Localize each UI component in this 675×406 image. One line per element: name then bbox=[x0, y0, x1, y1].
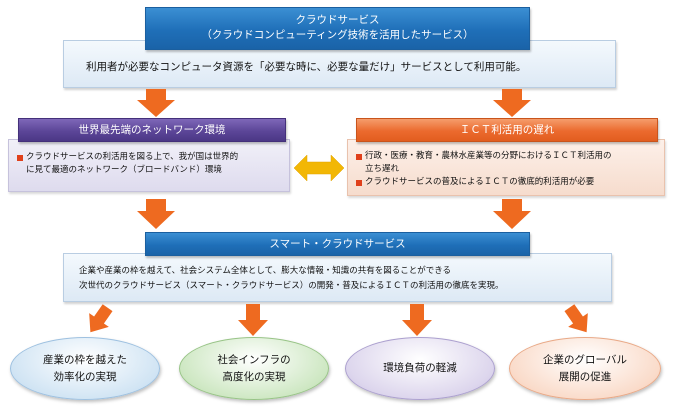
cloud-service-title: クラウドサービス （クラウドコンピューティング技術を活用したサービス） bbox=[145, 7, 530, 50]
arrow-down-icon bbox=[402, 304, 432, 336]
outcome-1-line2: 効率化の実現 bbox=[53, 370, 117, 383]
ict-delay-title: ＩＣＴ利活用の遅れ bbox=[356, 118, 658, 142]
double-arrow-icon bbox=[293, 154, 345, 182]
smart-desc-line1: 企業や産業の枠を越えて、社会システム全体として、膨大な情報・知識の共有を図ること… bbox=[79, 266, 452, 276]
smart-desc-line2: 次世代のクラウドサービス（スマート・クラウドサービス）の開発・普及によるＩＣＴの… bbox=[79, 281, 504, 291]
outcome-4-line2: 展開の促進 bbox=[558, 370, 612, 383]
arrow-down-icon bbox=[137, 89, 175, 117]
network-text-line2: に見て最適のネットワーク（ブロードバンド）環境 bbox=[26, 165, 222, 175]
outcome-environment: 環境負荷の軽減 bbox=[345, 337, 495, 400]
network-environment-title: 世界最先端のネットワーク環境 bbox=[18, 118, 286, 142]
cloud-title-line2: （クラウドコンピューティング技術を活用したサービス） bbox=[201, 29, 474, 41]
arrow-down-icon bbox=[238, 304, 268, 336]
smart-cloud-title: スマート・クラウドサービス bbox=[145, 232, 530, 256]
outcome-4-line1: 企業のグローバル bbox=[543, 353, 627, 366]
ict-bullet1-line2: 立ち遅れ bbox=[365, 164, 400, 174]
list-item: 行政・医療・教育・農林水産業等の分野におけるＩＣＴ利活用の bbox=[356, 150, 660, 163]
arrow-down-left-icon bbox=[89, 304, 113, 333]
bullet-square-icon bbox=[356, 180, 362, 186]
arrow-down-icon bbox=[493, 89, 531, 117]
outcome-3-line1: 環境負荷の軽減 bbox=[383, 362, 457, 374]
list-item: クラウドサービスの普及によるＩＣＴの徹底的利活用が必要 bbox=[356, 176, 660, 189]
ict-bullet2-line1: クラウドサービスの普及によるＩＣＴの徹底的利活用が必要 bbox=[365, 177, 595, 187]
arrow-down-icon bbox=[493, 199, 531, 229]
list-item-continuation: 立ち遅れ bbox=[356, 163, 660, 176]
network-environment-panel: クラウドサービスの利活用を図る上で、我が国は世界的 に見て最適のネットワーク（ブ… bbox=[8, 139, 290, 192]
outcome-infrastructure: 社会インフラの 高度化の実現 bbox=[179, 337, 329, 400]
arrow-down-right-icon bbox=[564, 304, 588, 333]
bullet-square-icon bbox=[356, 154, 362, 160]
network-text-line1: クラウドサービスの利活用を図る上で、我が国は世界的 bbox=[26, 152, 239, 162]
outcome-2-line2: 高度化の実現 bbox=[222, 370, 286, 383]
outcome-2-line1: 社会インフラの bbox=[217, 353, 291, 366]
cloud-title-line1: クラウドサービス bbox=[295, 14, 380, 26]
outcome-efficiency: 産業の枠を越えた 効率化の実現 bbox=[10, 337, 160, 400]
bullet-square-icon bbox=[17, 155, 23, 161]
arrow-down-icon bbox=[137, 199, 175, 229]
ict-delay-panel: 行政・医療・教育・農林水産業等の分野におけるＩＣＴ利活用の 立ち遅れ クラウドサ… bbox=[347, 139, 665, 196]
cloud-description: 利用者が必要なコンピュータ資源を「必要な時に、必要な量だけ」サービスとして利用可… bbox=[86, 61, 527, 73]
outcome-global: 企業のグローバル 展開の促進 bbox=[509, 337, 661, 400]
outcome-1-line1: 産業の枠を越えた bbox=[43, 353, 127, 366]
list-item-continuation: に見て最適のネットワーク（ブロードバンド）環境 bbox=[17, 164, 283, 177]
list-item: クラウドサービスの利活用を図る上で、我が国は世界的 bbox=[17, 151, 283, 164]
smart-cloud-description-panel: 企業や産業の枠を越えて、社会システム全体として、膨大な情報・知識の共有を図ること… bbox=[63, 253, 612, 302]
ict-bullet1-line1: 行政・医療・教育・農林水産業等の分野におけるＩＣＴ利活用の bbox=[365, 151, 612, 161]
